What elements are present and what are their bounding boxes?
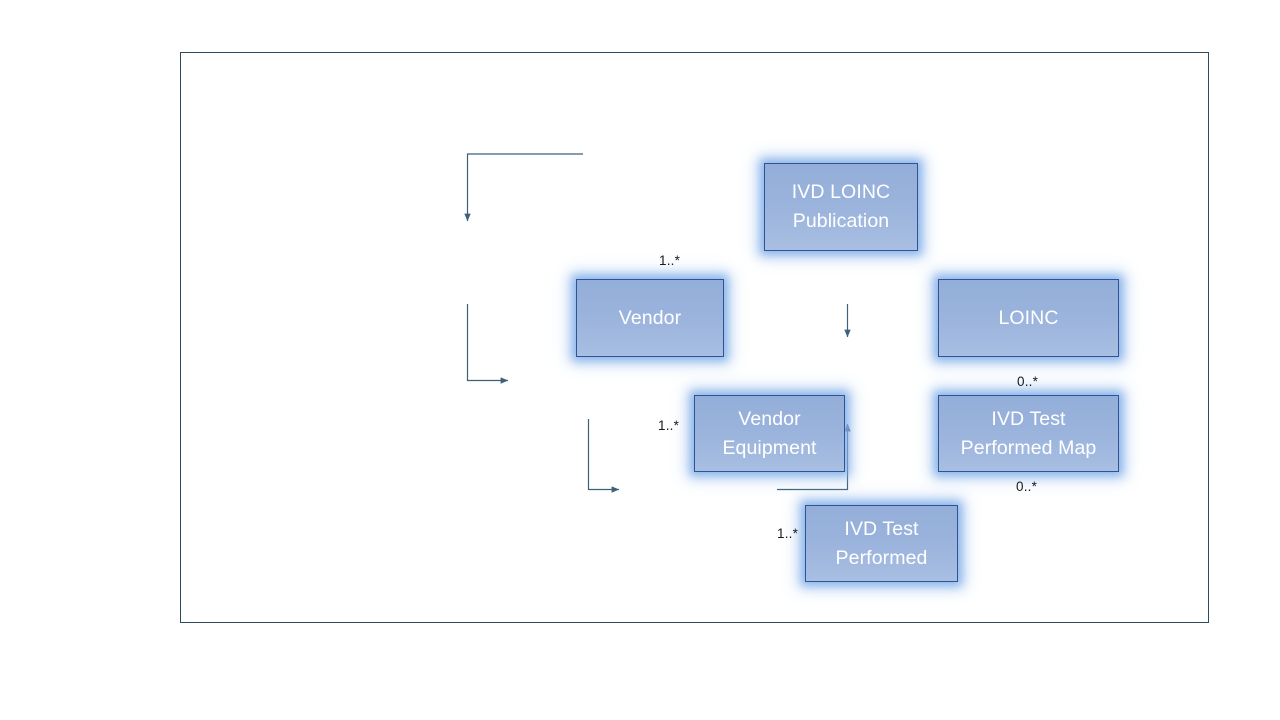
multiplicity-label-equipment-test: 1..* [777, 526, 799, 541]
connector-vendor-equipment [466, 303, 508, 384]
node-vendor-equipment[interactable]: Vendor Equipment [694, 395, 845, 472]
multiplicity-label-pub-vendor: 1..* [659, 253, 681, 268]
multiplicity-label-test-map: 0..* [1016, 479, 1038, 494]
multiplicity-label-vendor-equipment: 1..* [658, 418, 680, 433]
node-ivd-test-performed-map[interactable]: IVD Test Performed Map [938, 395, 1119, 472]
node-vendor[interactable]: Vendor [576, 279, 724, 357]
node-ivd-loinc-publication[interactable]: IVD LOINC Publication [764, 163, 918, 251]
connector-equipment-test [587, 418, 619, 493]
node-ivd-test-performed[interactable]: IVD Test Performed [805, 505, 958, 582]
multiplicity-label-loinc-map: 0..* [1017, 374, 1039, 389]
node-loinc[interactable]: LOINC [938, 279, 1119, 357]
connector-pub-vendor [463, 153, 583, 221]
slide-frame: IVD LOINC Publication Vendor LOINC Vendo… [180, 52, 1209, 623]
